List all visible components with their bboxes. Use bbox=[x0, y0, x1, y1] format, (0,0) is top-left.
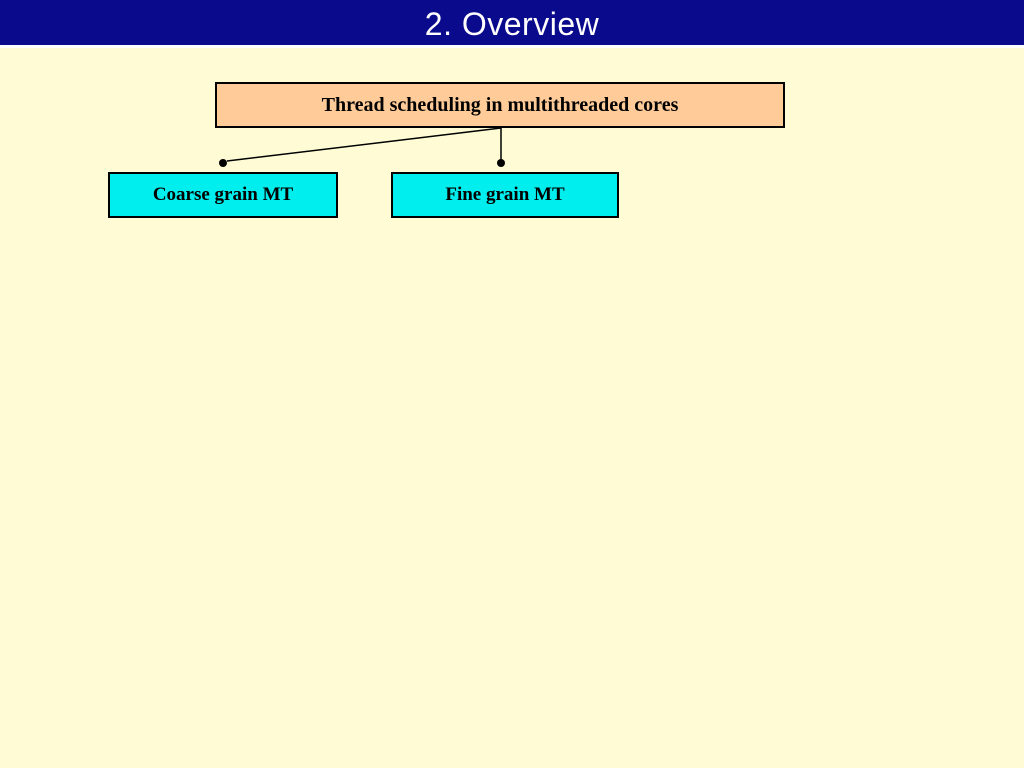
node-fine-grain-mt-label: Fine grain MT bbox=[445, 184, 565, 205]
slide-title: 2. Overview bbox=[424, 5, 600, 42]
slide-title-bar: 2. Overview bbox=[0, 0, 1024, 48]
node-thread-scheduling-label: Thread scheduling in multithreaded cores bbox=[321, 93, 679, 116]
node-coarse-grain-mt-label: Coarse grain MT bbox=[152, 184, 294, 205]
node-coarse-grain-mt: Coarse grain MT bbox=[108, 172, 338, 218]
connector-endpoint-fine-dot bbox=[497, 159, 505, 167]
connector-endpoint-coarse-dot bbox=[219, 159, 227, 167]
node-fine-grain-mt: Fine grain MT bbox=[391, 172, 619, 218]
connector-root-to-coarse bbox=[226, 127, 502, 162]
node-thread-scheduling: Thread scheduling in multithreaded cores bbox=[215, 82, 785, 128]
